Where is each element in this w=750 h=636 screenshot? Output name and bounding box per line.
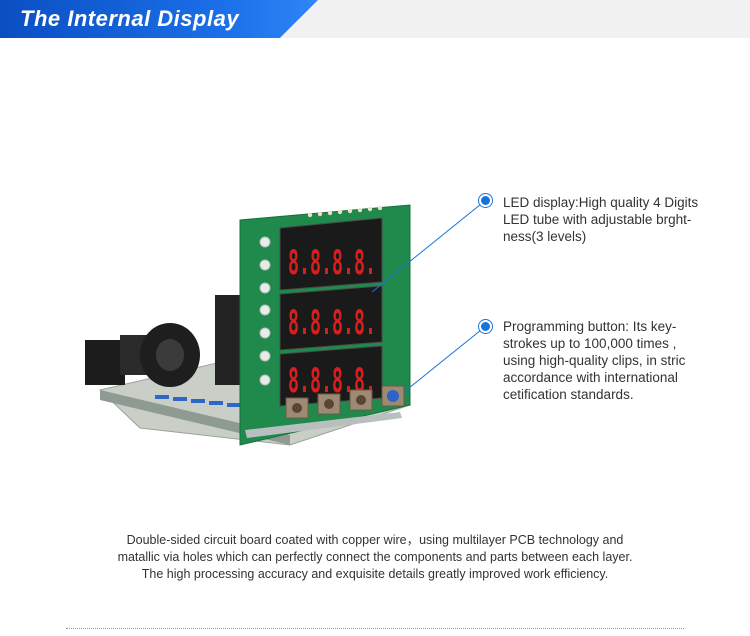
button-callout-dot: [481, 322, 490, 331]
led-callout-line-2: LED tube with adjustable brght-: [503, 212, 692, 227]
led-row-2: 8.8.8.8.: [288, 303, 376, 343]
button-callout-line-1: Programming button: Its key-: [503, 319, 677, 334]
button-callout-line-5: cetification standards.: [503, 387, 634, 402]
button-callout-line-3: using high-quality clips, in stric: [503, 353, 686, 368]
circuit-board-illustration: 8.8.8.8. 8.8.8.8. 8.8.8.8.: [85, 204, 412, 446]
footer-divider: [66, 628, 684, 629]
led-row-1: 8.8.8.8.: [288, 243, 376, 283]
button-callout-line-2: strokes up to 100,000 times ,: [503, 336, 677, 351]
title-banner: The Internal Display: [0, 0, 318, 38]
resistor-row: [155, 395, 241, 407]
led-callout-dot: [481, 196, 490, 205]
button-callout-line-4: accordance with international: [503, 370, 678, 385]
programming-buttons: [285, 385, 405, 419]
led-callout-line-1: LED display:High quality 4 Digits: [503, 195, 699, 210]
page-title: The Internal Display: [20, 6, 240, 31]
circuit-board-image: 8.8.8.8. 8.8.8.8. 8.8.8.8.: [80, 190, 420, 470]
description-text: Double-sided circuit board coated with c…: [0, 532, 750, 583]
description-line-1: Double-sided circuit board coated with c…: [126, 533, 624, 547]
description-line-2: matallic via holes which can perfectly c…: [117, 550, 633, 564]
led-callout-line-3: ness(3 levels): [503, 229, 587, 244]
description-line-3: The high processing accuracy and exquisi…: [141, 567, 609, 581]
